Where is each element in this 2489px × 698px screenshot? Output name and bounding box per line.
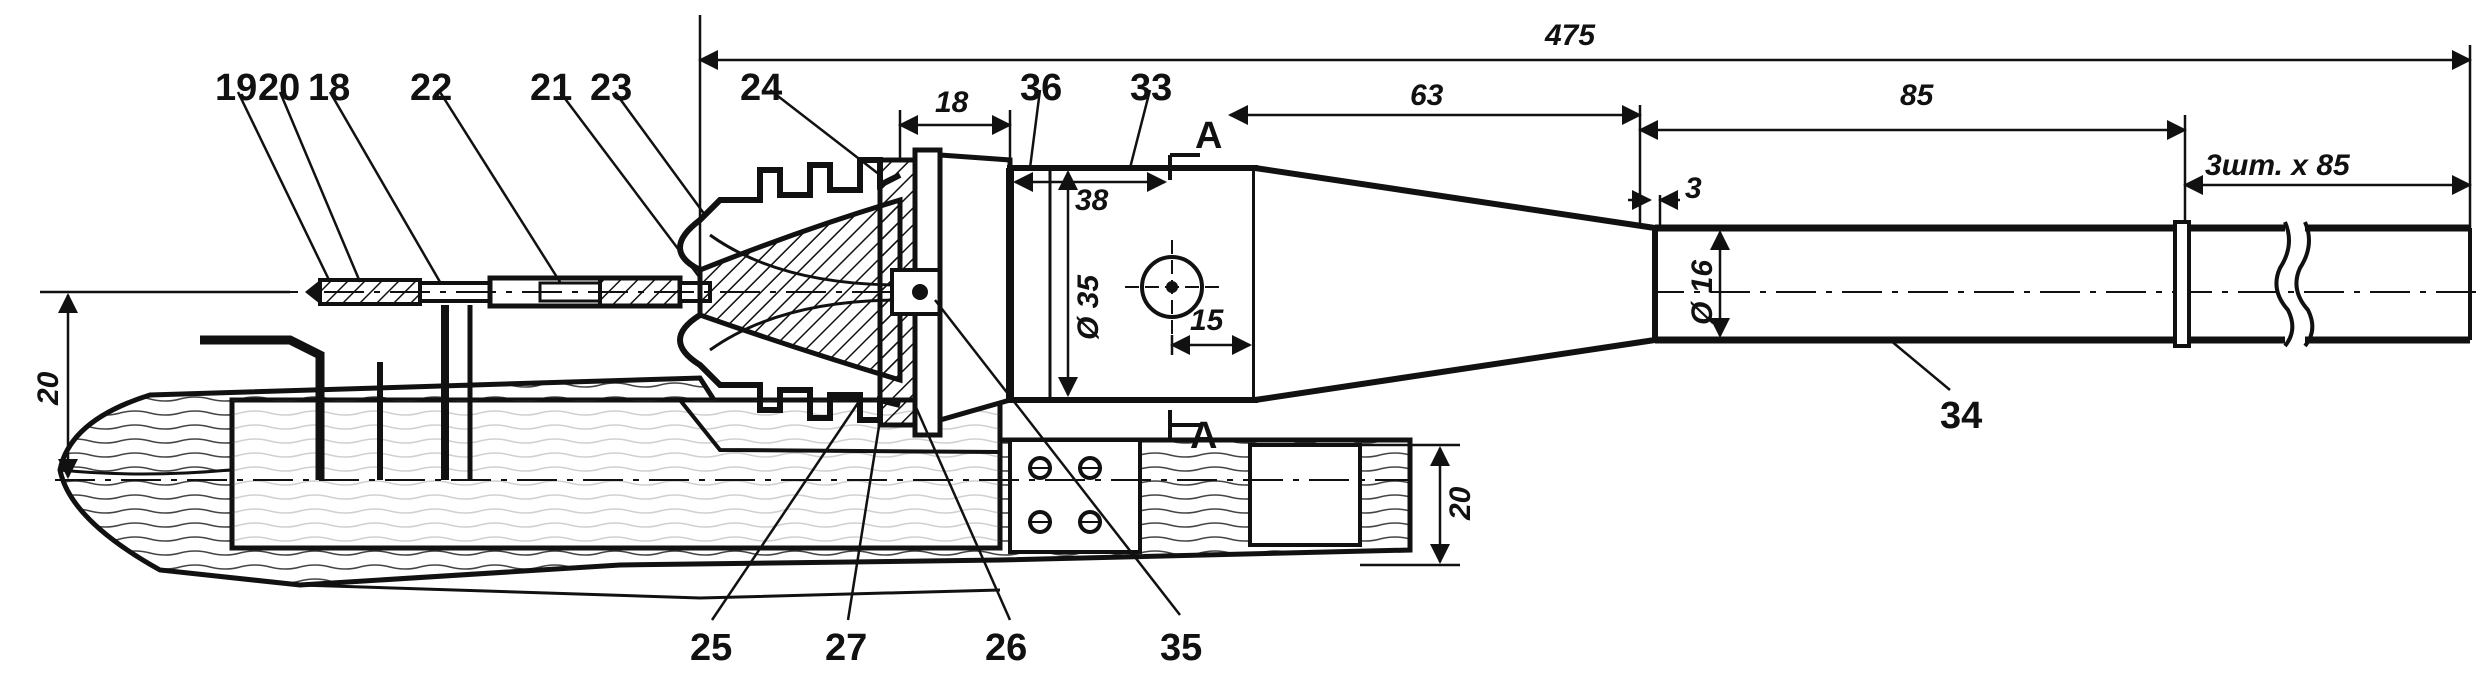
diffuser-cone <box>1254 165 1658 403</box>
dim-3: 3 <box>1685 172 1702 205</box>
part-labels: 19 20 18 22 21 23 24 36 33 34 25 27 26 3… <box>215 67 1982 669</box>
dim-dia35: Ø 35 <box>1072 274 1105 340</box>
dimension-lines <box>40 15 2472 567</box>
fuel-tubes <box>200 305 473 480</box>
combustion-chamber <box>937 152 1258 424</box>
dim-18: 18 <box>935 86 969 119</box>
dim-85: 85 <box>1900 79 1935 112</box>
dim-right-20: 20 <box>1444 486 1477 521</box>
label-26: 26 <box>985 627 1027 669</box>
leader-lines <box>236 89 1951 621</box>
dim-left-20: 20 <box>32 371 65 406</box>
exhaust-pipe <box>1655 220 2472 348</box>
label-25: 25 <box>690 627 732 669</box>
label-27: 27 <box>825 627 867 669</box>
dim-63: 63 <box>1410 79 1444 112</box>
section-mark-bottom: A <box>1190 415 1217 457</box>
label-33: 33 <box>1130 67 1172 109</box>
dim-475: 475 <box>1544 19 1596 52</box>
section-mark-top: A <box>1195 115 1222 157</box>
dim-15: 15 <box>1190 304 1225 337</box>
combustion-head <box>677 157 903 423</box>
rear-wood-block <box>1248 443 1362 547</box>
dim-dia16: Ø 16 <box>1686 260 1719 325</box>
section-marks: A A <box>1190 115 1222 457</box>
label-20: 20 <box>258 67 300 109</box>
label-34: 34 <box>1940 395 1982 437</box>
mounting-plate <box>1008 438 1142 554</box>
label-23: 23 <box>590 67 632 109</box>
label-21: 21 <box>530 67 572 109</box>
label-35: 35 <box>1160 627 1202 669</box>
valve-plate <box>877 147 954 438</box>
dim-segments: 3шт. х 85 <box>2205 149 2351 182</box>
label-19: 19 <box>215 67 257 109</box>
label-24: 24 <box>740 67 782 109</box>
label-22: 22 <box>410 67 452 109</box>
dimension-labels: 475 18 63 85 3 3шт. х 85 38 Ø 35 15 Ø 16… <box>32 19 2351 521</box>
label-18: 18 <box>308 67 350 109</box>
dim-38: 38 <box>1075 184 1109 217</box>
label-36: 36 <box>1020 67 1062 109</box>
